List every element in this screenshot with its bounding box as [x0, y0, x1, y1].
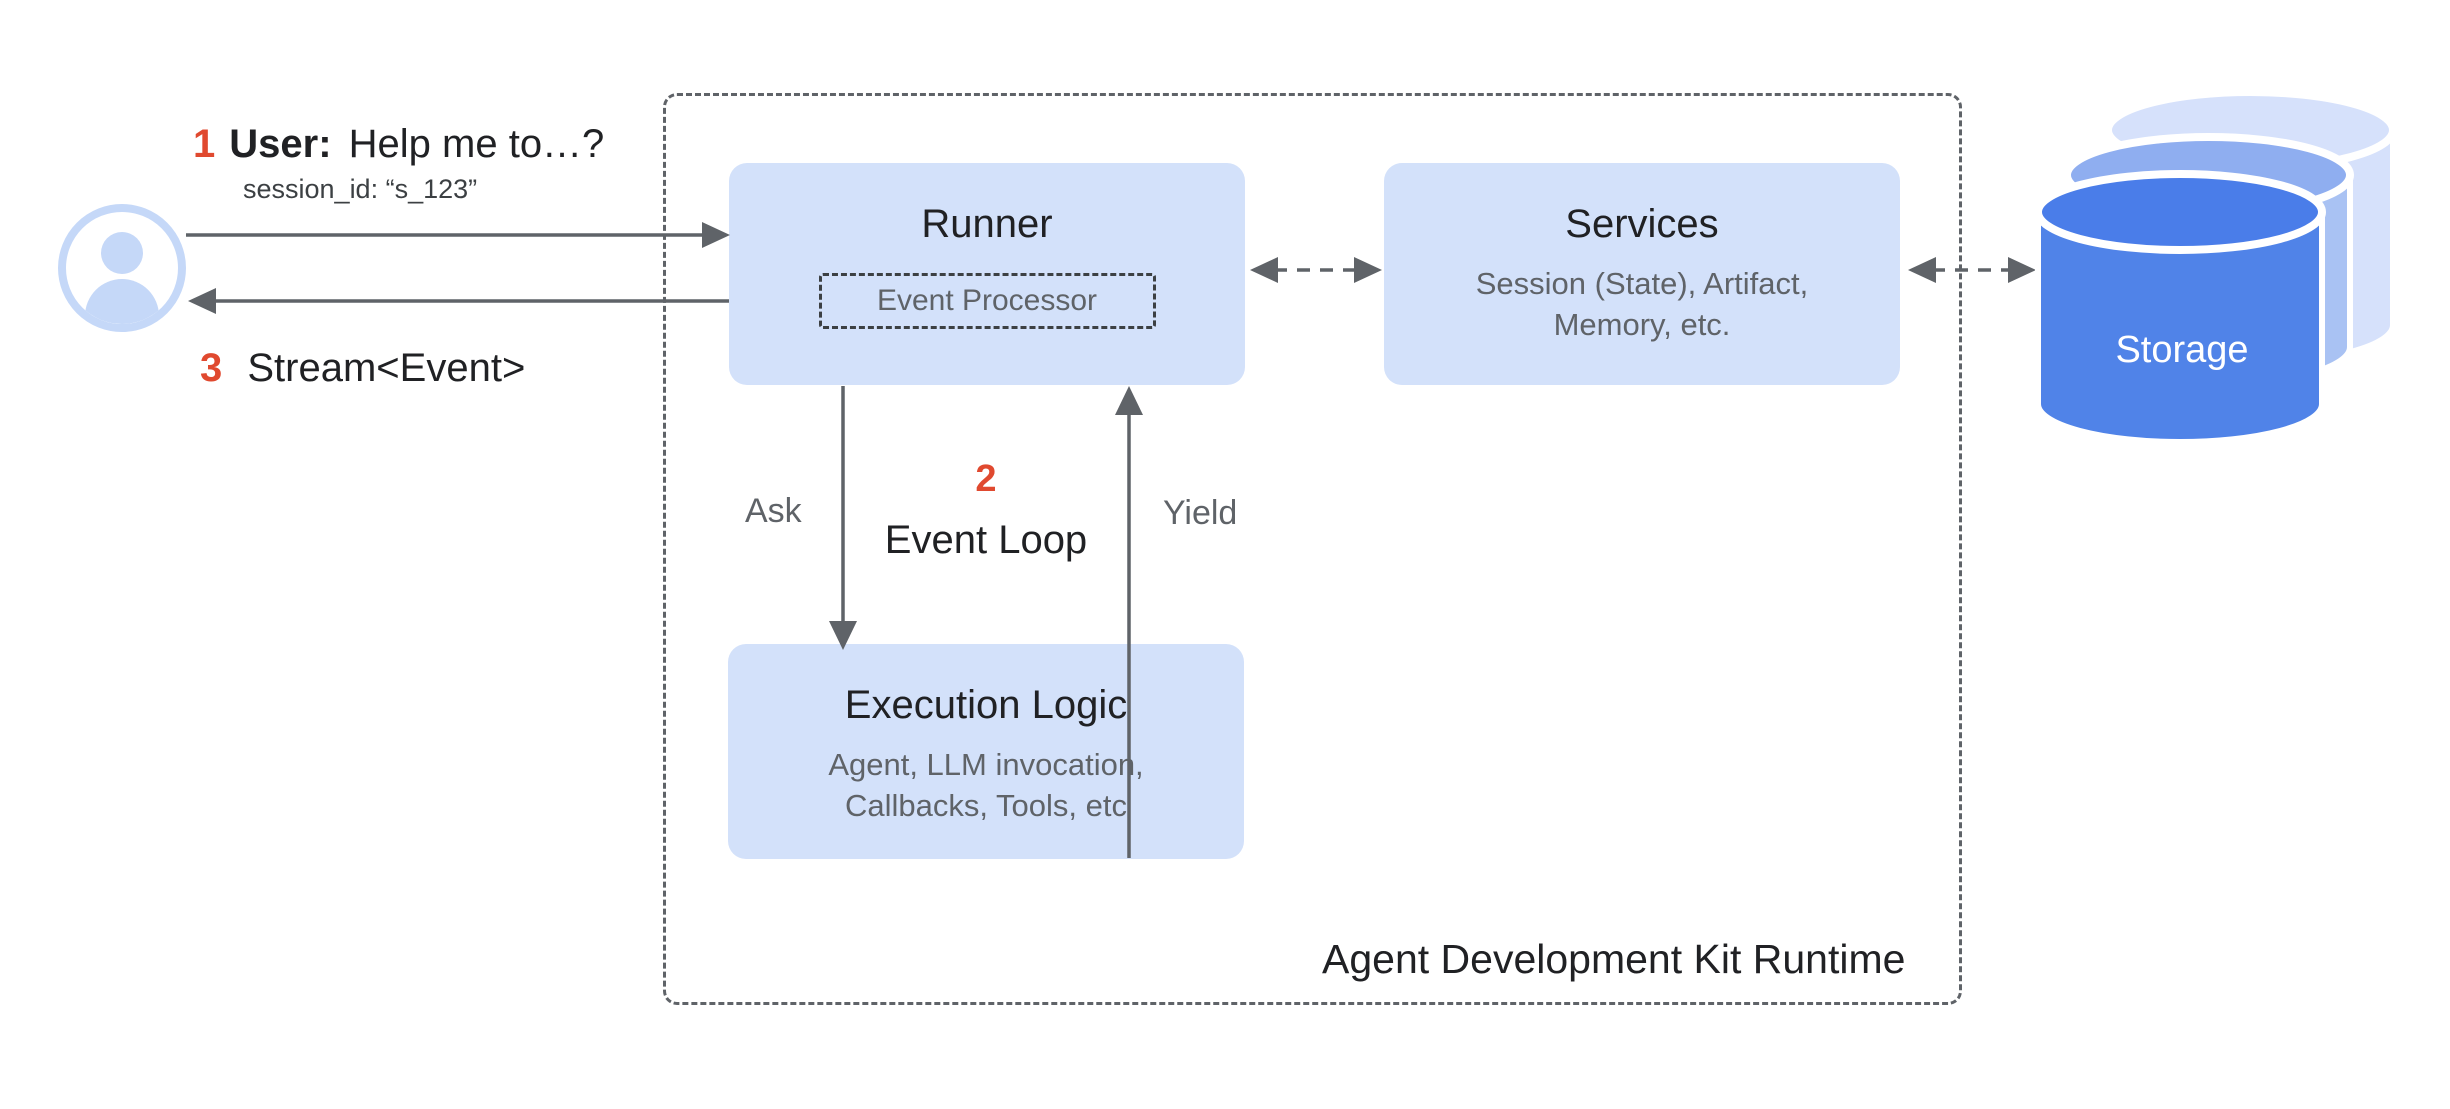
storage-label: Storage — [2115, 329, 2248, 371]
user-avatar-icon — [58, 204, 186, 332]
step3-number: 3 — [200, 346, 223, 390]
step3-annotation: 3 Stream<Event> — [200, 346, 525, 391]
event-processor-label: Event Processor — [876, 284, 1098, 317]
execution-sub-line2: Callbacks, Tools, etc — [845, 788, 1127, 823]
execution-logic-title: Execution Logic — [844, 683, 1128, 727]
services-sub-line2: Memory, etc. — [1553, 307, 1731, 342]
storage-cylinder-front: Storage — [2034, 170, 2326, 445]
arrow-yield-up — [1115, 386, 1143, 858]
arrow-runner-services — [1250, 257, 1382, 283]
yield-label: Yield — [1163, 494, 1238, 532]
runner-box: Runner Event Processor — [729, 163, 1245, 385]
services-sub-line1: Session (State), Artifact, — [1475, 266, 1809, 301]
runner-title: Runner — [921, 202, 1053, 246]
ask-label: Ask — [745, 492, 802, 530]
step3-message: Stream<Event> — [247, 346, 526, 390]
event-processor-box: Event Processor — [818, 273, 1156, 329]
arrow-ask-down — [829, 386, 857, 650]
arrow-user-to-runner — [186, 222, 730, 248]
adk-runtime-container — [663, 93, 1962, 1005]
adk-runtime-label: Agent Development Kit Runtime — [1322, 936, 1906, 982]
execution-sub-line1: Agent, LLM invocation, — [828, 747, 1144, 782]
arrow-runner-to-user — [188, 288, 729, 314]
step1-message: Help me to…? — [348, 122, 605, 166]
execution-logic-box: Execution Logic Agent, LLM invocation, C… — [728, 644, 1244, 859]
session-id-label: session_id: “s_123” — [243, 174, 478, 204]
services-box: Services Session (State), Artifact, Memo… — [1384, 163, 1900, 385]
step1-speaker: User: — [229, 122, 332, 166]
arrow-services-storage — [1908, 257, 2036, 283]
storage-cylinder-icon: Storage — [2034, 88, 2397, 445]
step1-annotation: 1 User: Help me to…? — [193, 122, 604, 167]
step1-number: 1 — [193, 122, 216, 166]
step2-number: 2 — [975, 458, 997, 500]
services-title: Services — [1565, 202, 1719, 246]
event-loop-label: Event Loop — [884, 518, 1088, 562]
